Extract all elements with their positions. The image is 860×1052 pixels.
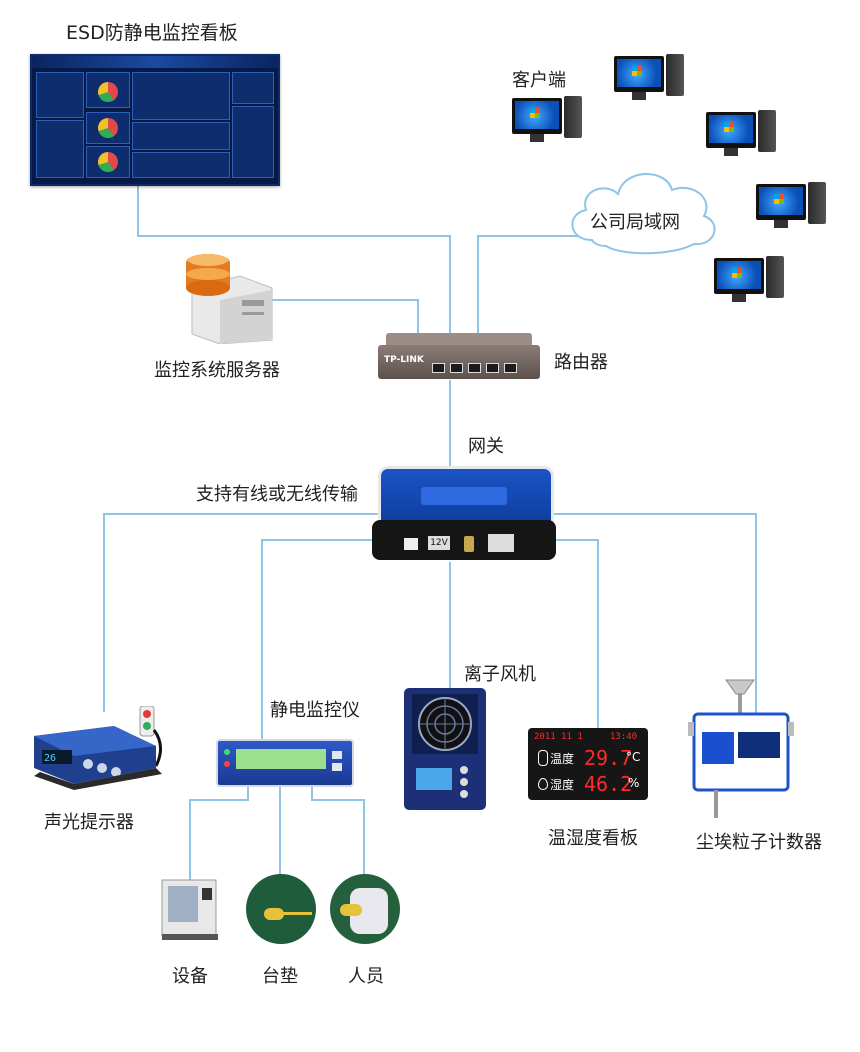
server-icon <box>186 254 273 344</box>
board-date: 2011 11 1 <box>534 732 583 742</box>
wire-dashboard-router <box>137 182 451 334</box>
client-computer <box>512 96 582 152</box>
router-brand: TP-LINK <box>384 355 424 365</box>
gateway-voltage-label: 12V <box>428 536 450 550</box>
static-monitor-device <box>216 739 354 787</box>
static-monitor-screen <box>236 749 326 769</box>
dashboard-pie <box>98 118 118 138</box>
wire-static-equipment <box>189 783 249 884</box>
particle-counter-device <box>688 679 794 818</box>
transmission-label: 支持有线或无线传输 <box>196 484 358 505</box>
wire-lan-router <box>477 235 590 334</box>
dashboard-panel <box>232 106 274 178</box>
dashboard-panel <box>36 72 84 118</box>
dashboard-panel <box>86 146 130 178</box>
dashboard-header <box>32 56 278 68</box>
windows-icon <box>774 194 784 204</box>
dashboard-panel <box>132 72 230 120</box>
alarm-label: 声光提示器 <box>44 812 134 833</box>
board-humidity-unit: % <box>628 776 640 790</box>
mat-label: 台垫 <box>262 966 298 987</box>
dashboard-panel <box>132 152 230 178</box>
thermometer-icon <box>538 750 548 766</box>
client-computer <box>714 256 784 312</box>
personnel-label: 人员 <box>348 966 384 987</box>
windows-icon <box>632 66 642 76</box>
temp-humidity-board: 2011 11 1 13:40 温度 29.7 °C 湿度 46.2 % <box>528 728 648 800</box>
gateway-label: 网关 <box>468 436 504 457</box>
client-computer <box>706 110 776 166</box>
wire-gateway-static <box>261 539 378 742</box>
personnel-photo <box>330 874 400 944</box>
board-time: 13:40 <box>610 732 638 742</box>
wire-server-router <box>268 299 419 334</box>
router-label: 路由器 <box>554 352 608 373</box>
windows-icon <box>530 108 540 118</box>
alarm-device: 26 <box>34 706 162 790</box>
wire-gateway-dust <box>550 513 757 722</box>
windows-icon <box>732 268 742 278</box>
svg-text:26: 26 <box>44 753 56 764</box>
particle-counter-label: 尘埃粒子计数器 <box>696 832 822 853</box>
dashboard-pie <box>98 82 118 102</box>
board-temp-unit: °C <box>626 750 641 764</box>
temp-humidity-label: 温湿度看板 <box>548 828 638 849</box>
router-device: TP-LINK <box>378 333 540 379</box>
board-humidity-value: 46.2 <box>584 772 633 796</box>
client-computer <box>614 54 684 110</box>
dashboard-panel <box>36 120 84 178</box>
static-monitor-label: 静电监控仪 <box>270 700 360 721</box>
equipment-device <box>161 879 218 940</box>
dashboard-pie <box>98 152 118 172</box>
lan-label: 公司局域网 <box>590 212 680 233</box>
client-computer <box>756 182 826 238</box>
board-temp-value: 29.7 <box>584 746 633 770</box>
ion-fan-label: 离子风机 <box>464 664 536 685</box>
wire-static-person <box>311 783 365 880</box>
dashboard-label: ESD防静电监控看板 <box>66 22 238 44</box>
ion-fan-device <box>404 688 486 810</box>
dashboard-panel <box>232 72 274 104</box>
dashboard-panel <box>132 122 230 150</box>
server-label: 监控系统服务器 <box>154 360 280 381</box>
droplet-icon <box>538 778 548 790</box>
wire-gateway-left <box>103 513 378 712</box>
mat-photo <box>246 874 316 944</box>
dashboard-screen <box>30 54 280 186</box>
cloud-icon <box>571 173 716 255</box>
equipment-label: 设备 <box>172 966 208 987</box>
clients-label: 客户端 <box>512 70 566 91</box>
wire-gateway-board <box>550 539 599 728</box>
board-temp-label: 温度 <box>550 752 575 766</box>
gateway-device: 12V <box>372 466 556 562</box>
windows-icon <box>724 122 734 132</box>
board-humidity-label: 湿度 <box>550 778 575 792</box>
